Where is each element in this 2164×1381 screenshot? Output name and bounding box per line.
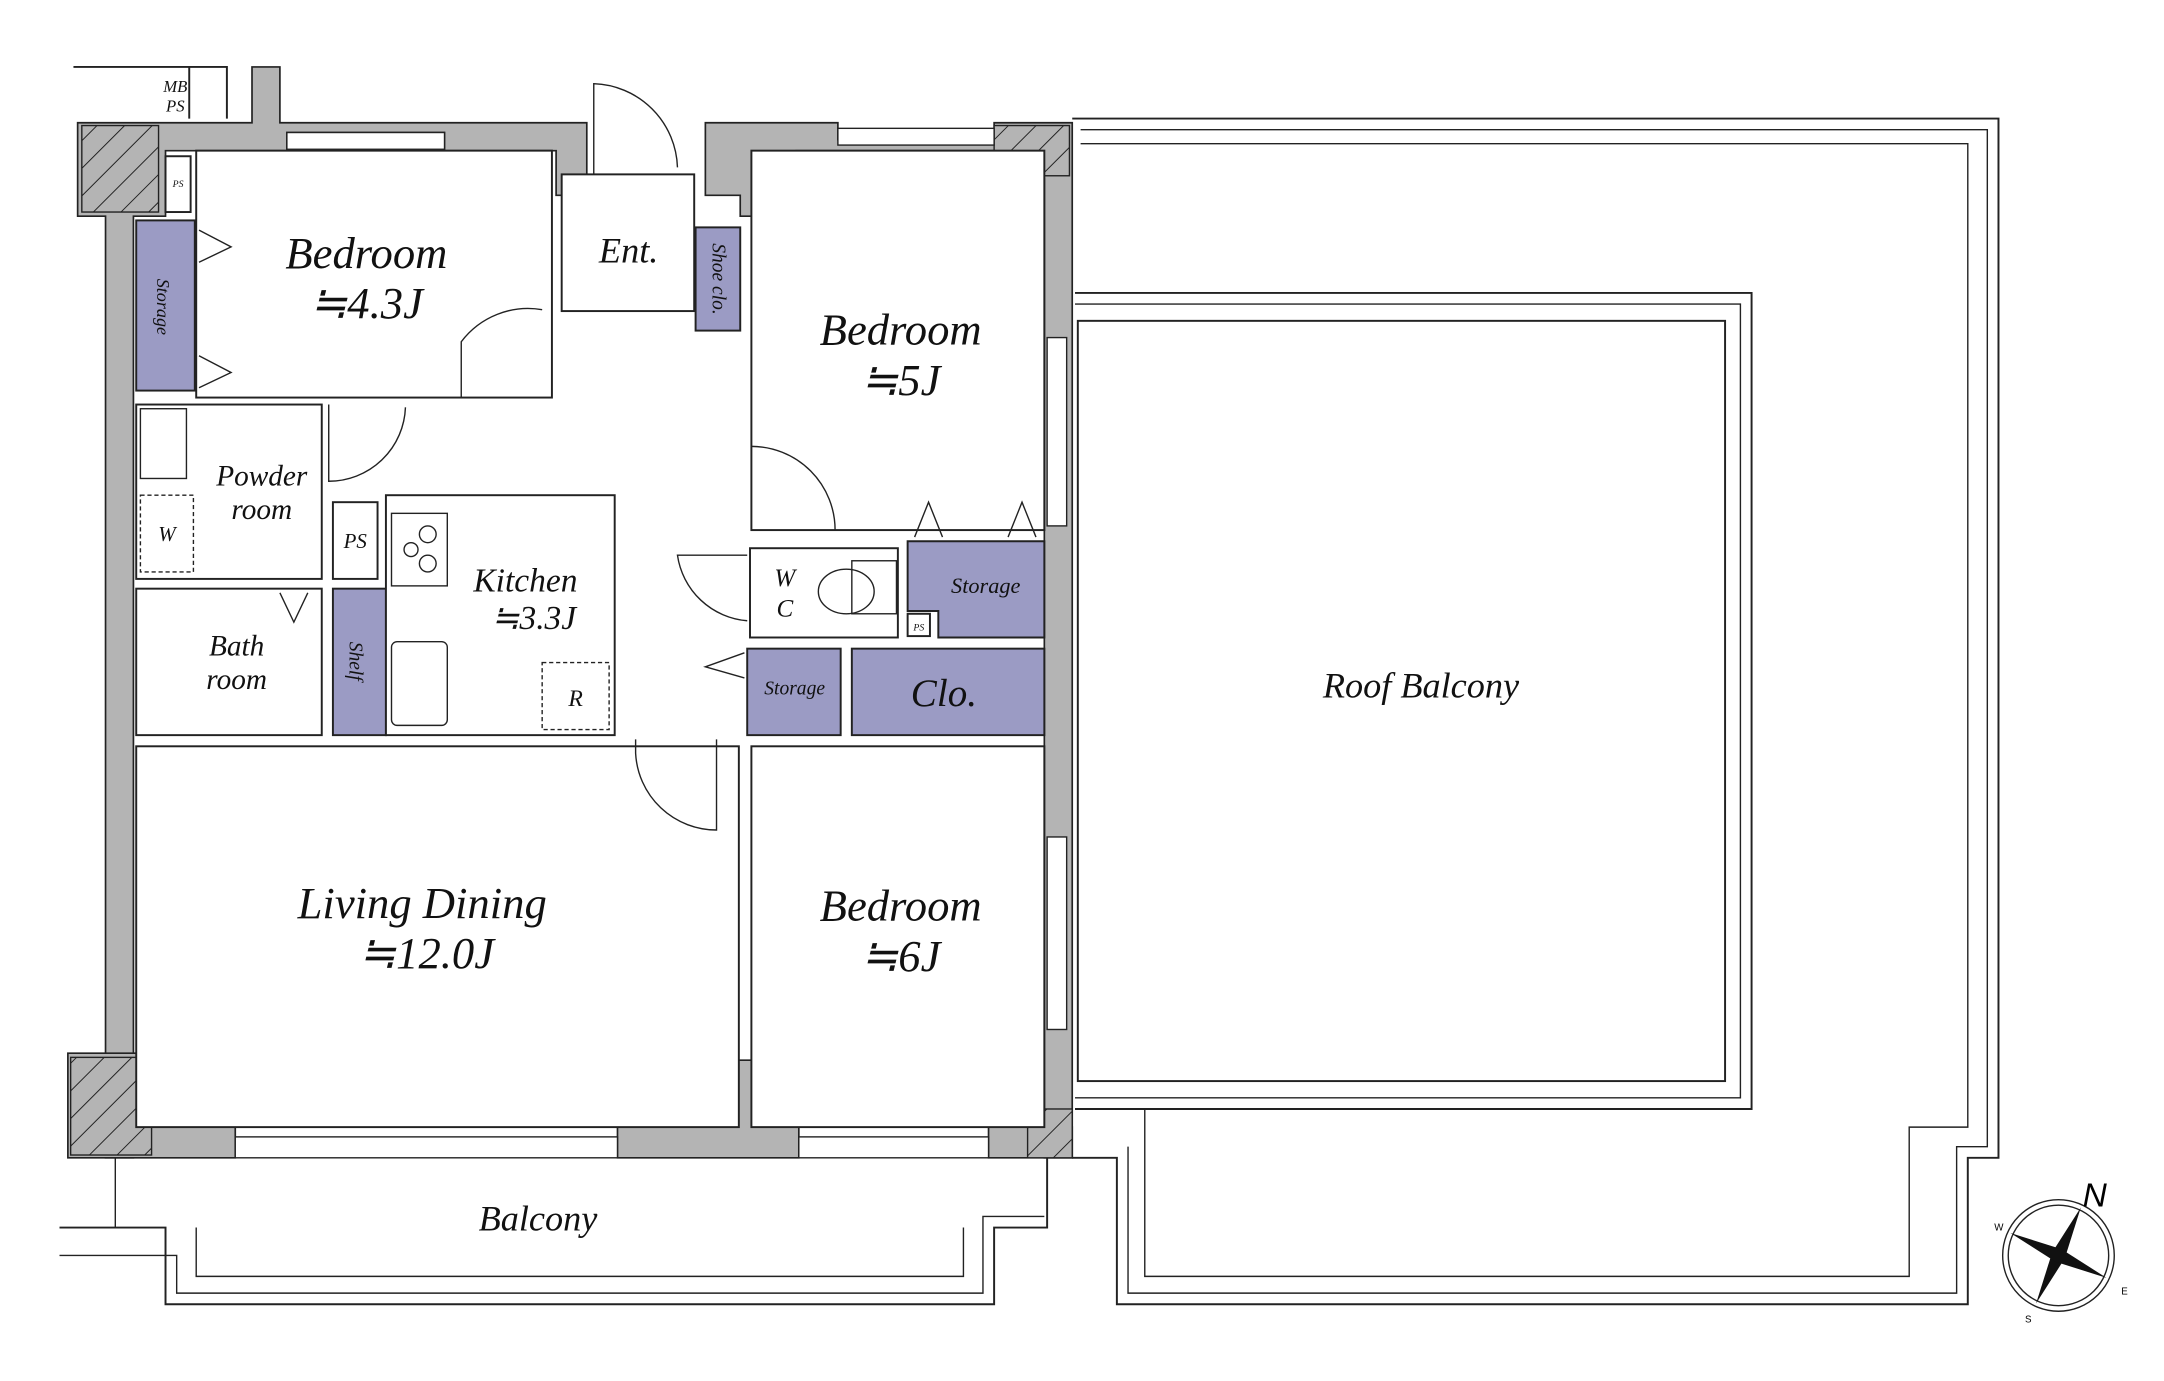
storage-hall: [746, 647, 842, 737]
hall-storage: Storage Clo.: [703, 647, 1046, 780]
bedroom3-name: Bedroom: [820, 881, 982, 931]
compass-e: E: [2121, 1287, 2128, 1298]
roof-balcony: Roof Balcony: [1072, 117, 2000, 1306]
wc-ps-label: PS: [912, 623, 924, 634]
powder-room-label-1: Powder: [215, 460, 308, 492]
closet-label: Clo.: [911, 672, 977, 715]
stove-icon: [390, 512, 448, 587]
compass-n: N: [2083, 1178, 2108, 1215]
kitchen-name: Kitchen: [472, 562, 577, 599]
toilet-icon: [817, 568, 875, 615]
roof-balcony-label: Roof Balcony: [1322, 665, 1520, 705]
bedroom-6j: Bedroom ≒6J: [750, 745, 1046, 1129]
powder-room-label-2: room: [231, 494, 292, 526]
living-dining: Living Dining ≒12.0J: [135, 739, 740, 1129]
bedroom2-size: ≒5J: [861, 355, 943, 405]
balcony-label: Balcony: [479, 1198, 599, 1238]
mb-ps-shaft: MB PS: [73, 65, 228, 119]
bedroom1-size: ≒4.3J: [310, 278, 425, 328]
bedroom2-name: Bedroom: [820, 305, 982, 355]
closet: [850, 647, 1046, 737]
wc-label-c: C: [777, 596, 794, 623]
washer-label: W: [158, 522, 177, 546]
sink-icon: [390, 640, 448, 727]
bedroom1-name: Bedroom: [285, 228, 447, 278]
exterior-walls: [67, 66, 1074, 1159]
kitchen-size: ≒3.3J: [491, 600, 578, 637]
entrance-label: Ent.: [598, 230, 658, 270]
compass-w: W: [1994, 1222, 2004, 1233]
kitchen-shelf: [331, 587, 387, 737]
kitchen-ps-label: PS: [343, 529, 368, 553]
balcony: Balcony: [59, 1157, 1049, 1306]
ps-label: PS: [165, 97, 185, 116]
storage-left-label: Storage: [153, 279, 173, 335]
entrance: Ent. Shoe clo.: [560, 82, 742, 332]
bedroom3-size: ≒6J: [861, 931, 943, 981]
ps-label-small: PS: [172, 179, 184, 190]
kitchen: PS Shelf R Kitchen ≒3.3J: [331, 494, 616, 737]
bedroom-4-3j: PS Storage Bedroom ≒4.3J: [135, 149, 553, 399]
storage-wc: [906, 540, 1046, 639]
bath-room: Bath room: [135, 587, 323, 737]
living-dining-size: ≒12.0J: [359, 928, 497, 978]
shelf-label: Shelf: [345, 642, 366, 684]
fridge-label: R: [567, 686, 583, 712]
wc: W C Storage PS: [676, 540, 1046, 639]
powder-room: W Powder room: [135, 403, 407, 580]
storage-hall-label: Storage: [764, 679, 825, 700]
wc-label-w: W: [774, 565, 797, 592]
shoe-closet: [694, 226, 742, 332]
mb-label: MB: [162, 77, 187, 96]
compass-icon: N E S W: [1994, 1178, 2128, 1326]
storage-left: [135, 219, 196, 392]
bath-room-label-1: Bath: [209, 631, 264, 663]
compass-s: S: [2025, 1314, 2032, 1325]
bedroom-5j: Bedroom ≒5J: [750, 149, 1046, 538]
shoe-closet-label: Shoe clo.: [707, 243, 728, 315]
storage-wc-label: Storage: [951, 573, 1020, 598]
living-dining-name: Living Dining: [297, 878, 547, 928]
bath-room-label-2: room: [206, 664, 267, 696]
